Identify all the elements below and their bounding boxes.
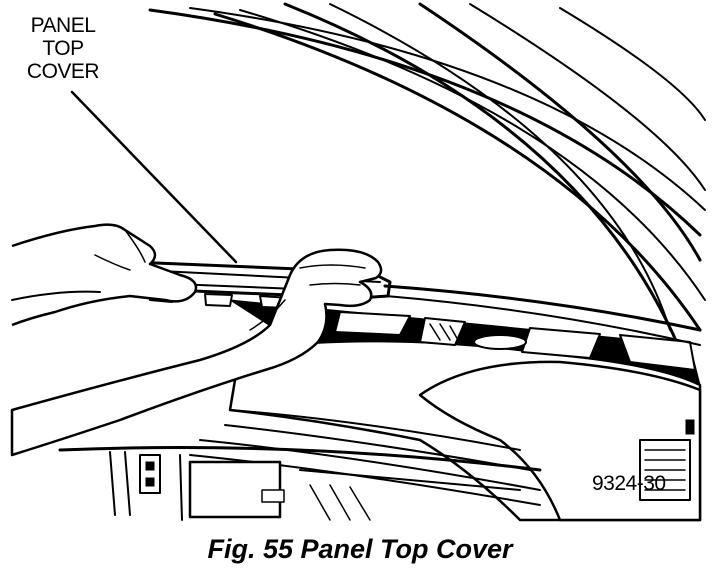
callout-line-2: TOP (42, 37, 84, 60)
left-hand (11, 223, 198, 327)
windshield-pillar (148, 2, 706, 377)
right-hand (10, 248, 383, 457)
callout-line-1: PANEL (30, 14, 96, 37)
callout-line-3: COVER (26, 60, 100, 83)
figure-id: 9324-30 (592, 472, 666, 495)
figure-caption: Fig. 55 Panel Top Cover (207, 534, 513, 564)
callout-leader-line (70, 90, 238, 264)
dashboard-body (58, 299, 702, 522)
defroster-vents (334, 311, 696, 371)
panel-top-cover-label: PANEL TOP COVER (18, 14, 108, 83)
instrument-cluster (109, 451, 521, 521)
dashboard-illustration (10, 2, 706, 522)
